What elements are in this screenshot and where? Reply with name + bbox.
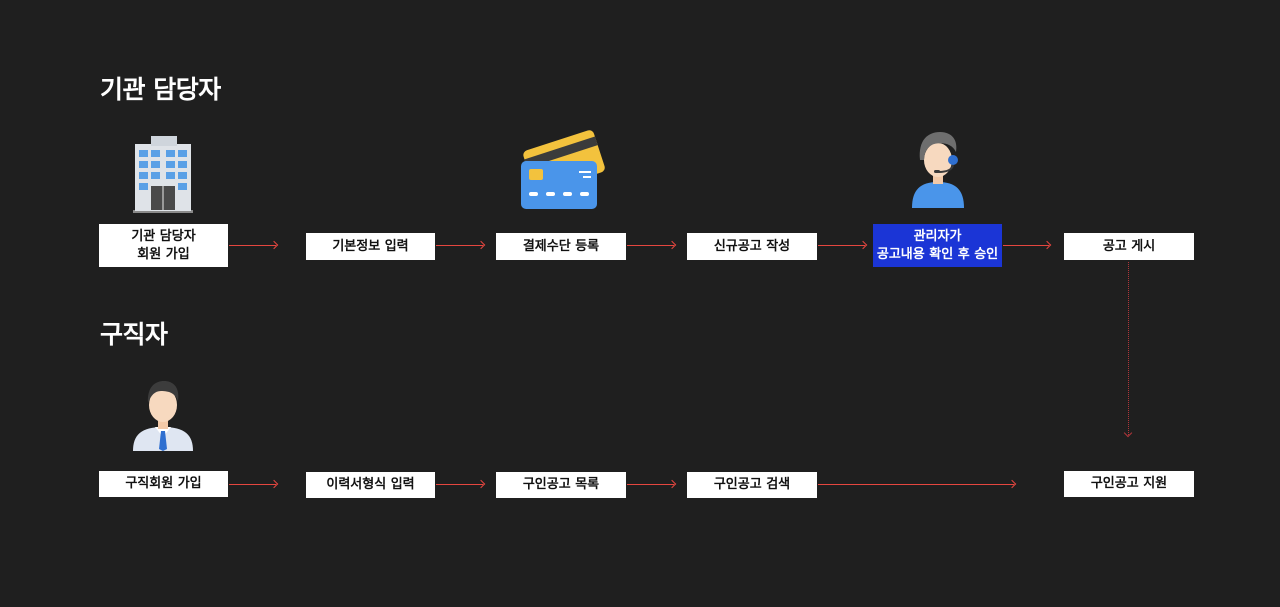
step-posting-apply: 구인공고 지원 [1064,471,1194,497]
step-admin-approval: 관리자가 공고내용 확인 후 승인 [873,224,1002,267]
arrow-connector [229,245,276,246]
arrow-connector [627,484,674,485]
step-posting-search: 구인공고 검색 [687,472,817,498]
arrow-connector [818,245,865,246]
seeker-section-title: 구직자 [100,320,168,349]
credit-card-icon [521,130,605,209]
arrow-connector [818,484,1014,485]
arrow-connector [1003,245,1049,246]
step-posting-published: 공고 게시 [1064,233,1194,260]
jobseeker-icon [133,381,193,451]
arrow-connector [436,484,483,485]
arrow-connector [627,245,674,246]
step-resume-input: 이력서형식 입력 [306,472,435,498]
step-agency-signup: 기관 담당자 회원 가입 [99,224,228,267]
step-payment-register: 결제수단 등록 [496,233,626,260]
step-posting-list: 구인공고 목록 [496,472,626,498]
step-basic-info: 기본정보 입력 [306,233,435,260]
step-seeker-signup: 구직회원 가입 [99,471,228,497]
step-new-posting: 신규공고 작성 [687,233,817,260]
arrow-connector [229,484,276,485]
building-icon [133,136,193,213]
agency-section-title: 기관 담당자 [100,75,221,104]
admin-headset-icon [912,132,964,208]
arrow-connector [436,245,483,246]
vertical-dotted-arrow [1128,262,1129,435]
